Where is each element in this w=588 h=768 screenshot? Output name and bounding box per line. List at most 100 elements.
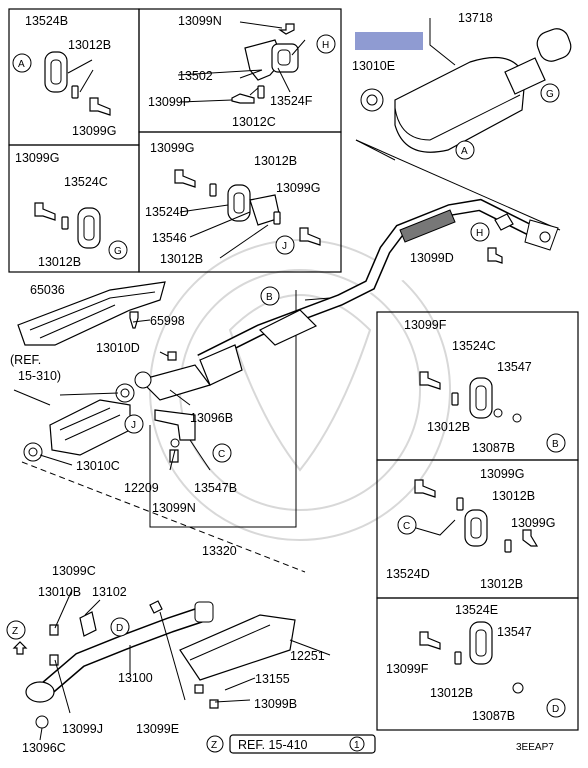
label-13524F: 13524F [270,94,313,108]
svg-text:B: B [552,439,559,450]
callout-d-right: D [546,698,566,718]
label-13099C: 13099C [52,564,96,578]
label-13096B: 13096B [190,411,233,425]
label-13524E: 13524E [455,603,498,617]
label-13547: 13547 [497,360,532,374]
label-13012B-h: 13012B [430,686,473,700]
ref-bottom: Z REF. 15-410 1 [206,734,376,754]
callout-a: A [18,59,25,70]
label-65036: 65036 [30,283,65,297]
ref-left-line1: (REF. [10,353,41,367]
label-13010E: 13010E [352,59,395,73]
callout-j-mid: J [124,414,144,434]
callout-j-top: J [275,235,295,255]
label-13099B: 13099B [254,697,297,711]
label-13320: 13320 [202,544,237,558]
label-13099N-b: 13099N [152,501,196,515]
label-13087B-b: 13087B [472,709,515,723]
label-13547-b: 13547 [497,625,532,639]
callout-h-pipe: H [470,222,490,242]
label-13012B-c: 13012B [254,154,297,168]
part-labels: 13524B 13012B 13099G 13099N 13502 13524F… [10,11,555,755]
catalytic-converter-group [23,351,211,463]
callout-h-top: H [316,34,336,54]
label-13010D: 13010D [96,341,140,355]
label-13155: 13155 [255,672,290,686]
box-hanger-f [138,8,342,133]
label-13099D: 13099D [410,251,454,265]
svg-text:Z: Z [12,626,18,637]
label-12209: 12209 [124,481,159,495]
svg-text:H: H [476,228,483,239]
svg-text:J: J [131,420,136,431]
hanger-13524B-group [44,51,111,116]
label-13502: 13502 [178,69,213,83]
svg-text:C: C [218,449,225,460]
label-13099P: 13099P [148,95,191,109]
muffler-13718-group [355,18,572,231]
label-13099N: 13099N [178,14,222,28]
ref-z-letter: Z [211,740,217,751]
bracket-13502-group [231,21,299,104]
label-13010C: 13010C [76,459,120,473]
label-13718: 13718 [458,11,493,25]
svg-text:B: B [266,292,273,303]
hanger-13524C-top-group [34,202,101,249]
label-13099F: 13099F [404,318,447,332]
label-13524D-b: 13524D [386,567,430,581]
label-13099G-b: 13099G [15,151,59,165]
hanger-13524D-top-group [174,169,321,246]
svg-text:G: G [114,246,122,257]
box-hanger-c-top [8,144,140,273]
callout-g-left: G [108,240,128,260]
label-13087B: 13087B [472,441,515,455]
label-13524C: 13524C [64,175,108,189]
callout-a-top-left: A [12,53,32,73]
callout-g-top: G [540,83,560,103]
main-pipe-group [197,198,559,386]
callout-c-mid: C [212,443,232,463]
label-13546: 13546 [152,231,187,245]
svg-text:J: J [282,241,287,252]
label-13012C: 13012C [232,115,276,129]
svg-text:C: C [403,521,410,532]
front-pipe-13100-group [12,600,296,729]
label-13099G-c: 13099G [150,141,194,155]
ref-num: 1 [354,740,360,751]
ref-text: REF. 15-410 [238,738,308,752]
label-12251: 12251 [290,649,325,663]
callout-d-bottom: D [110,617,130,637]
svg-text:H: H [322,40,329,51]
label-13099F-b: 13099F [386,662,429,676]
label-13010B: 13010B [38,585,81,599]
svg-text:A: A [461,146,468,157]
svg-text:G: G [546,89,554,100]
hanger-13524E-right-group [419,621,524,694]
diagram-code: 3EEAP7 [516,742,554,753]
label-13524B: 13524B [25,14,68,28]
label-65998: 65998 [150,314,185,328]
label-13102: 13102 [92,585,127,599]
label-13099G-f: 13099G [511,516,555,530]
label-13099G-d: 13099G [276,181,320,195]
callout-c-right: C [397,515,456,536]
label-13012B-f: 13012B [492,489,535,503]
label-13547B: 13547B [194,481,237,495]
svg-text:D: D [552,704,559,715]
callout-b-right: B [546,433,566,453]
label-13012B: 13012B [68,38,111,52]
label-13099E: 13099E [136,722,179,736]
box-hanger-e-right [376,597,579,731]
callout-a-muffler: A [455,140,475,160]
svg-text:D: D [116,623,123,634]
frame-13320 [149,290,297,528]
callout-b-pipe: B [260,286,280,306]
hanger-13524D-right-group [414,479,539,553]
label-13012B-b: 13012B [38,255,81,269]
ref-left-line2: 15-310) [18,369,61,383]
label-13100: 13100 [118,671,153,685]
hanger-13524C-right-group [419,371,522,423]
label-13012B-g: 13012B [480,577,523,591]
label-13524D: 13524D [145,205,189,219]
